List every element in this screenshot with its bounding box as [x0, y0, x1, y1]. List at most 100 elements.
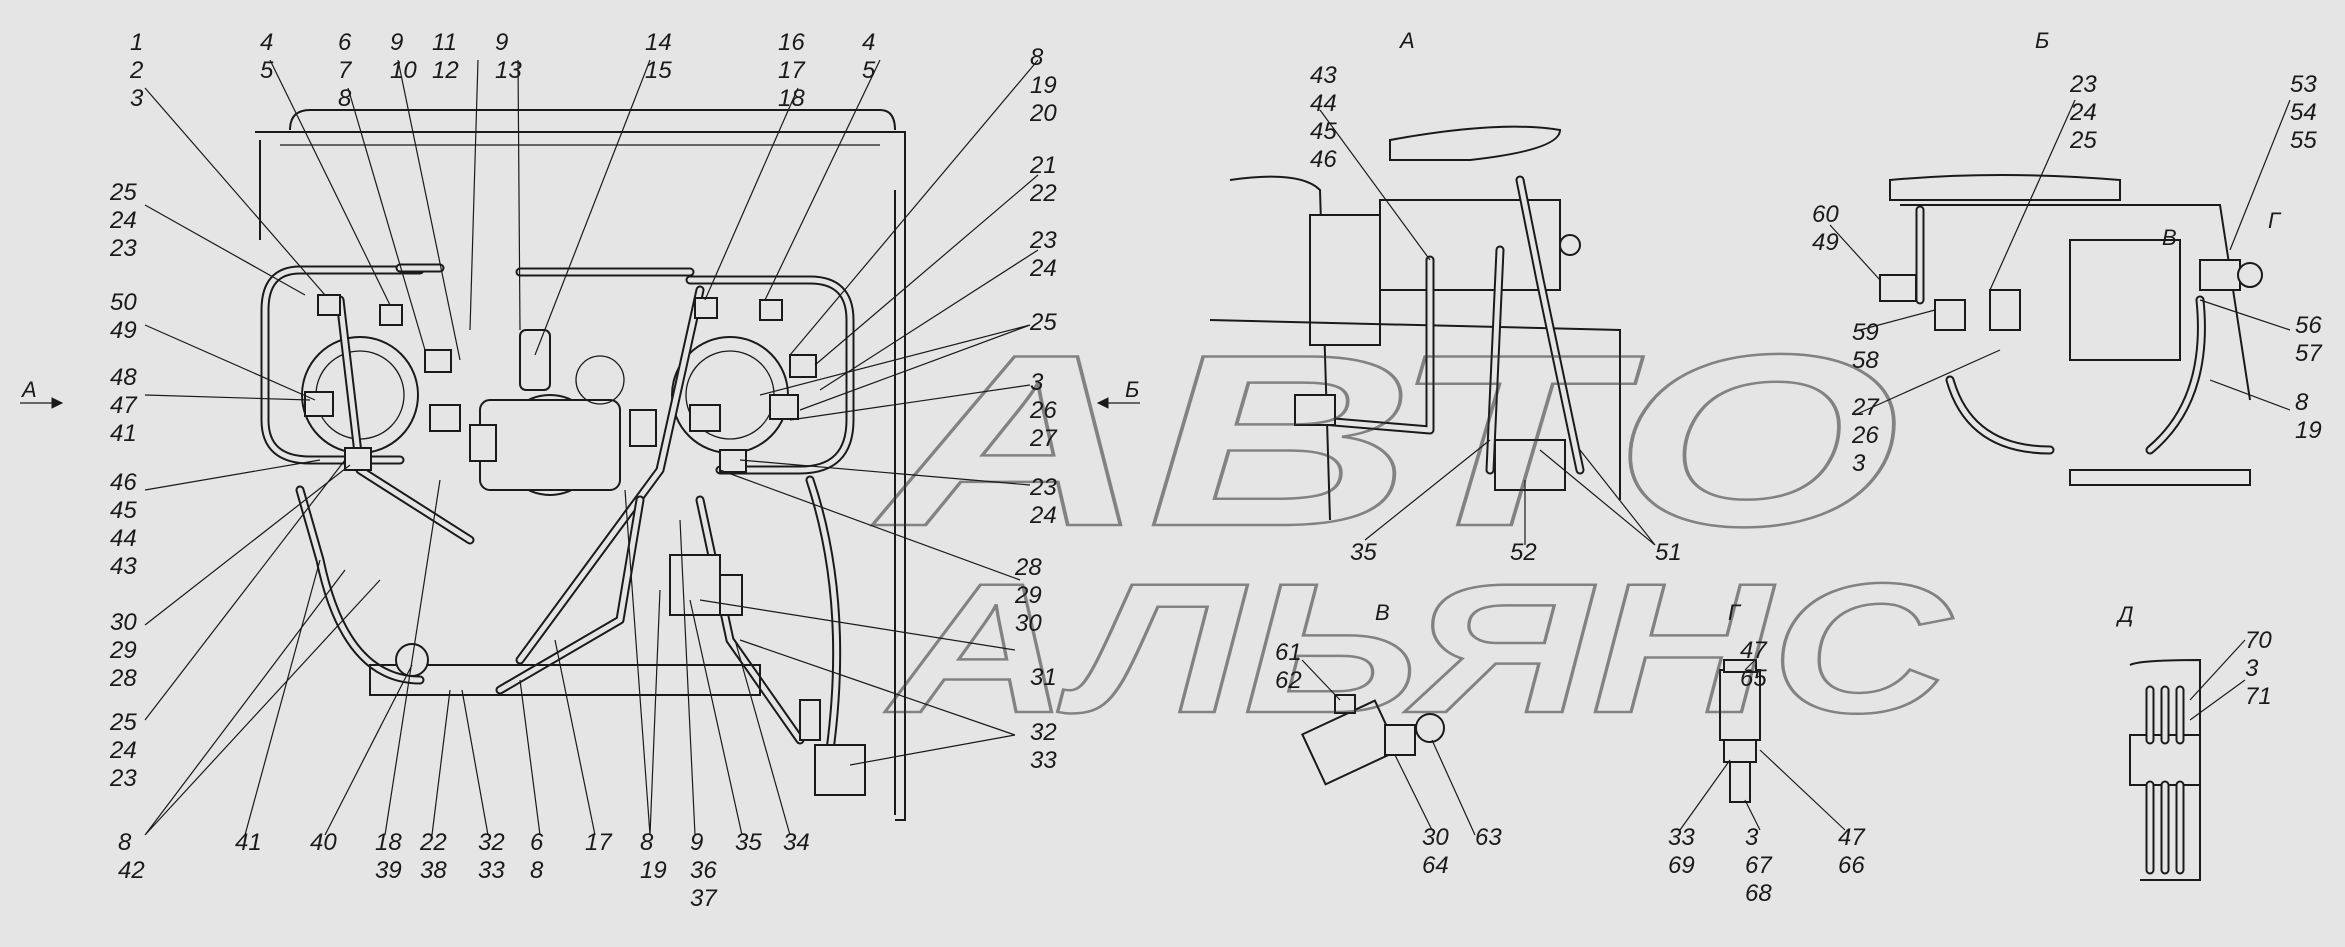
lower-distributor: [814, 744, 866, 796]
callout-c_9_36_37-2: 37: [690, 885, 718, 912]
callout-c_4_5_r-0: 4: [862, 29, 875, 56]
callout-c_22_38-1: 38: [420, 857, 447, 884]
callout-c_30_29_28_l-0: 30: [110, 609, 137, 636]
callout-c_16_17_18-0: 16: [778, 29, 805, 56]
view-b-frame: [1900, 204, 2251, 401]
view-b: [1879, 174, 2263, 486]
callout-c_9_36_37-0: 9: [690, 829, 703, 856]
callout-c_35_a-0: 35: [1350, 539, 1377, 566]
callout-c_43_46-0: 43: [1310, 62, 1337, 89]
callout-c_70_3_71-2: 71: [2245, 683, 2272, 710]
view-label-g-arrow: Г: [2268, 208, 2282, 233]
callout-c_30_64-0: 30: [1422, 824, 1449, 851]
callout-c_9_13-0: 9: [495, 29, 508, 56]
callout-c_8_42-0: 8: [118, 829, 132, 856]
callout-c_30_29_28_l-1: 29: [109, 637, 137, 664]
view-label-v-arrow: В: [2162, 225, 2177, 250]
view-arrow-b: [1096, 397, 1140, 409]
callout-c_23_25_b-2: 25: [2069, 127, 2097, 154]
callout-c_30_29_28_l-2: 28: [109, 665, 137, 692]
fitting-4: [694, 297, 718, 319]
watermark-line-1: АВТО: [871, 303, 1900, 577]
callout-c_60_49-1: 49: [1812, 229, 1839, 256]
callout-c_1_2_3-2: 3: [130, 85, 144, 112]
callout-c_25_24_23_l-1: 24: [109, 207, 137, 234]
callout-c_53_55-0: 53: [2290, 71, 2317, 98]
callout-c_25_r-0: 25: [1029, 309, 1057, 336]
callout-c_27_26_3-0: 27: [1851, 394, 1880, 421]
callout-c_35_b-0: 35: [735, 829, 762, 856]
callout-c_59_58-1: 58: [1852, 347, 1879, 374]
view-b-seat: [1889, 174, 2121, 201]
leader-lines: [144, 59, 2291, 836]
callout-c_18_39-1: 39: [375, 857, 402, 884]
callout-c_22_38-0: 22: [419, 829, 447, 856]
fitting-8: [429, 404, 461, 432]
callout-c_17-0: 17: [585, 829, 613, 856]
callout-c_25_24_23_l2-2: 23: [109, 765, 137, 792]
fitting-6: [789, 354, 817, 378]
engine-top-outline: [255, 131, 906, 190]
frame-right-edge: [895, 190, 906, 821]
bottom-rail: [369, 664, 761, 696]
view-b-fitting-4: [2199, 259, 2241, 291]
view-g-top: [1723, 659, 1757, 673]
callout-c_9_13-1: 13: [495, 57, 522, 84]
callout-c_32_33_b-0: 32: [478, 829, 505, 856]
fitting-10: [769, 394, 799, 420]
fitting-12: [719, 449, 747, 473]
callout-c_60_49-0: 60: [1812, 201, 1839, 228]
callout-c_56_57-0: 56: [2295, 312, 2322, 339]
callout-c_8_19_20-0: 8: [1030, 44, 1044, 71]
view-v-elbow: [1415, 713, 1445, 743]
view-label-g: Г: [1728, 600, 1742, 625]
callout-c_1_2_3-0: 1: [130, 29, 143, 56]
callout-c_9_10-1: 10: [390, 57, 417, 84]
tank-center: [479, 355, 625, 496]
callout-c_56_57-1: 57: [2295, 340, 2323, 367]
callout-c_23_24_r2-1: 24: [1029, 502, 1057, 529]
callout-c_51-0: 51: [1655, 539, 1682, 566]
view-label-v: В: [1375, 600, 1390, 625]
callout-c_6_7_8-0: 6: [338, 29, 352, 56]
view-b-fitting-3: [1989, 289, 2021, 331]
callout-c_23_25_b-1: 24: [2069, 99, 2097, 126]
callout-c_70_3_71-0: 70: [2245, 627, 2272, 654]
callout-c_14_15-0: 14: [645, 29, 672, 56]
callout-c_25_24_23_l2-0: 25: [109, 709, 137, 736]
callout-c_28_29_30_r-0: 28: [1014, 554, 1042, 581]
callout-c_3_26_27-0: 3: [1030, 369, 1044, 396]
watermark-line-2: АЛЬЯНС: [885, 546, 1954, 752]
view-g-body: [1719, 669, 1761, 741]
view-a-frame: [1209, 319, 1621, 500]
callout-c_53_55-1: 54: [2290, 99, 2317, 126]
callout-c_27_26_3-1: 26: [1851, 422, 1879, 449]
callout-c_3_26_27-1: 26: [1029, 397, 1057, 424]
view-a-cap: [1559, 234, 1581, 256]
callout-c_43_46-1: 44: [1310, 90, 1337, 117]
callout-c_3_26_27-2: 27: [1029, 425, 1058, 452]
callout-c_48_47_41-1: 47: [110, 392, 138, 419]
callout-c_48_47_41-0: 48: [110, 364, 137, 391]
callout-c_40-0: 40: [310, 829, 337, 856]
view-label-b-arrow: Б: [1125, 377, 1139, 402]
callout-c_47_66-1: 66: [1838, 852, 1865, 879]
fitting-5: [759, 299, 783, 321]
callout-c_43_46-2: 45: [1310, 118, 1337, 145]
callout-c_32_33_b-1: 33: [478, 857, 505, 884]
callout-c_33_69-1: 69: [1668, 852, 1695, 879]
callout-c_23_24_r-1: 24: [1029, 255, 1057, 282]
callout-c_28_29_30_r-2: 30: [1015, 610, 1042, 637]
view-g: [1719, 659, 1761, 803]
callout-c_3_67_68-2: 68: [1745, 880, 1772, 907]
engine-cover: [289, 109, 896, 131]
callout-c_34-0: 34: [783, 829, 810, 856]
callout-c_4_5_r-1: 5: [862, 57, 876, 84]
callout-c_23_24_r2-0: 23: [1029, 474, 1057, 501]
view-label-a: А: [1398, 28, 1415, 53]
callout-c_47_65-0: 47: [1740, 637, 1768, 664]
view-v-fitting: [1384, 724, 1416, 756]
callout-c_6_7_8-1: 7: [338, 57, 353, 84]
